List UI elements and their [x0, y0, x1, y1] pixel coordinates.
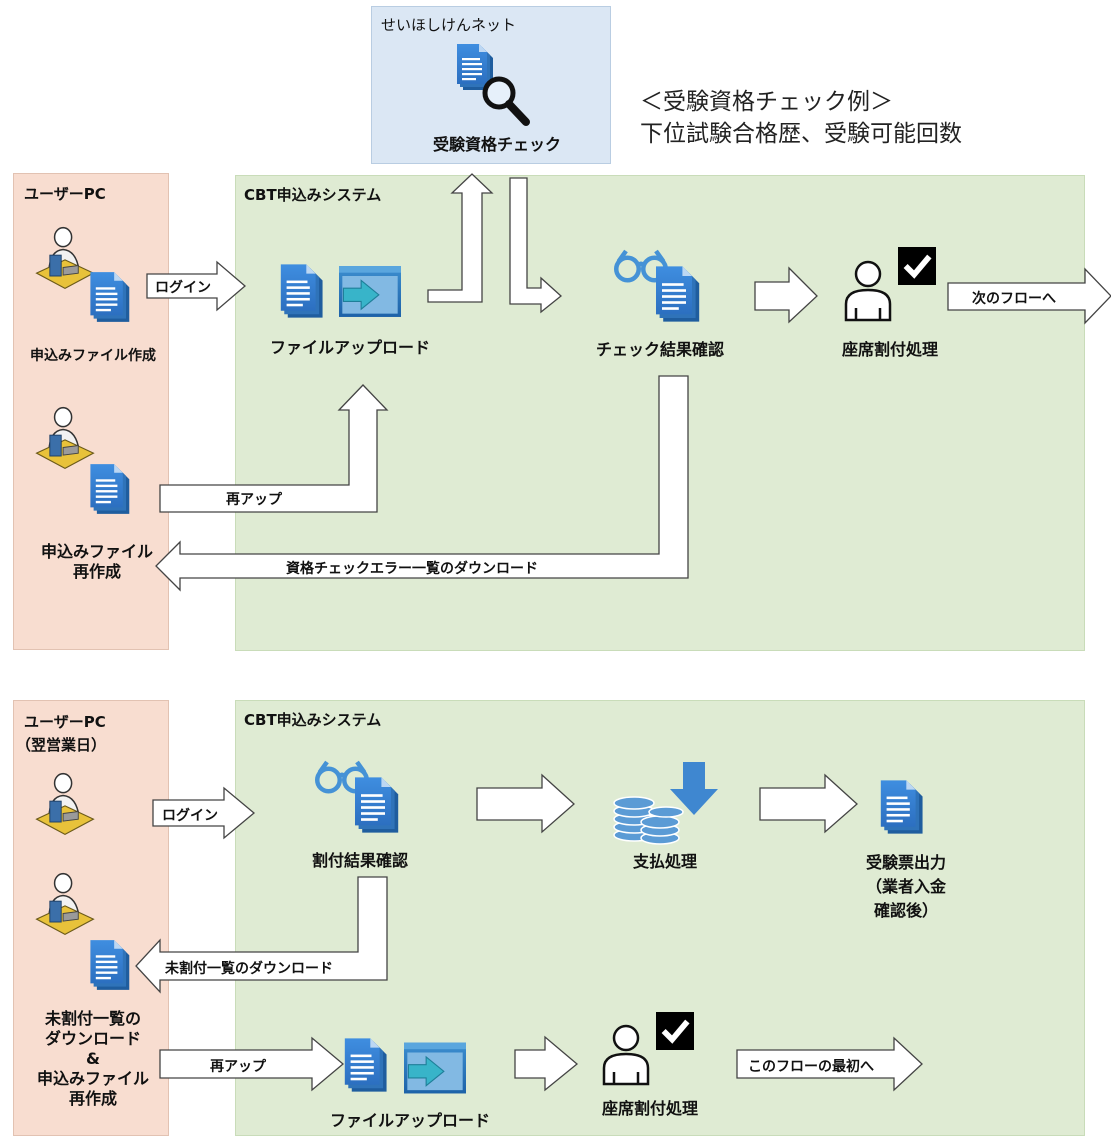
arrow-from-external — [509, 177, 563, 314]
recreate-file-label-1: 申込みファイル — [40, 542, 153, 561]
bottom-upload-doc-icon — [344, 1038, 387, 1092]
top-user-title: ユーザーPC — [24, 185, 106, 203]
top-login-label: ログイン — [155, 280, 211, 296]
bottom-login-label: ログイン — [162, 808, 218, 824]
create-file-label: 申込みファイル作成 — [30, 348, 156, 364]
bottom-user-icon-2 — [35, 872, 95, 936]
top-upload-doc-icon — [280, 264, 323, 318]
bottom-upload-label: ファイルアップロード — [329, 1111, 490, 1130]
bottom-user-icon-1 — [35, 772, 95, 836]
top-upload-window-icon — [339, 265, 401, 318]
bottom-user-title-2: （翌営業日） — [16, 736, 107, 754]
check-result-label: チェック結果確認 — [595, 340, 724, 359]
bottom-seat-avatar-icon — [602, 1024, 650, 1086]
payment-label: 支払処理 — [632, 852, 697, 871]
ticket-label-2: （業者入金 — [865, 877, 946, 896]
to-ticket-arrow — [759, 773, 858, 834]
recreate-file-label-2: 再作成 — [72, 562, 121, 581]
bottom-seat-checkbox-icon — [656, 1012, 694, 1050]
note-heading: ＜受験資格チェック例＞ — [640, 89, 893, 115]
qualification-check-icon — [457, 44, 530, 126]
unassigned-download-arrow — [135, 876, 388, 994]
top-login-arrow — [146, 260, 246, 312]
note-text: 下位試験合格歴、受験可能回数 — [640, 121, 962, 147]
next-flow-arrow — [947, 267, 1111, 325]
assign-result-label: 割付結果確認 — [311, 851, 408, 870]
top-upload-label: ファイルアップロード — [269, 338, 430, 357]
top-user-doc-icon-1 — [90, 272, 130, 322]
top-seat-assign-label: 座席割付処理 — [841, 340, 938, 359]
top-user-panel — [13, 173, 169, 650]
qualification-check-label: 受験資格チェック — [432, 135, 561, 154]
bottom-upload-window-icon — [404, 1042, 466, 1094]
ticket-doc-icon — [880, 780, 923, 834]
user-note-5: 再作成 — [68, 1089, 117, 1108]
bottom-to-seat-arrow — [514, 1035, 579, 1092]
back-to-start-label: このフローの最初へ — [748, 1059, 874, 1075]
arrow-to-external — [427, 173, 494, 303]
external-system-title: せいほしけんネット — [381, 16, 517, 34]
user-note-3: & — [86, 1049, 100, 1068]
top-user-icon-2 — [35, 406, 95, 470]
to-payment-arrow — [476, 773, 575, 834]
top-to-seat-arrow — [754, 266, 818, 324]
bottom-seat-assign-label: 座席割付処理 — [601, 1099, 698, 1118]
top-system-title: CBT申込みシステム — [244, 186, 382, 204]
bottom-user-title-1: ユーザーPC — [24, 713, 106, 731]
unassigned-download-label: 未割付一覧のダウンロード — [165, 961, 333, 977]
bottom-reupload-arrow — [159, 1036, 345, 1092]
next-flow-label: 次のフローへ — [972, 291, 1056, 307]
ticket-label-3: 確認後） — [873, 901, 938, 920]
top-user-icon-1 — [35, 226, 95, 290]
top-seat-checkbox-icon — [898, 247, 936, 285]
top-seat-avatar-icon — [844, 260, 892, 322]
bottom-reupload-label: 再アップ — [210, 1059, 266, 1075]
user-note-1: 未割付一覧の — [44, 1009, 141, 1028]
top-reupload-label: 再アップ — [226, 492, 282, 508]
error-download-arrow — [155, 375, 689, 592]
top-reupload-arrow — [159, 384, 389, 513]
user-note-4: 申込みファイル — [36, 1069, 149, 1088]
top-user-doc-icon-2 — [90, 464, 130, 514]
bottom-login-arrow — [152, 786, 256, 840]
back-to-start-arrow — [736, 1036, 923, 1092]
error-download-label: 資格チェックエラー一覧のダウンロード — [286, 561, 538, 577]
user-note-2: ダウンロード — [44, 1029, 141, 1048]
bottom-user-doc-icon — [90, 940, 130, 990]
payment-icon — [613, 762, 718, 845]
assign-result-doc-icon — [355, 777, 399, 833]
bottom-system-title: CBT申込みシステム — [244, 711, 382, 729]
ticket-label-1: 受験票出力 — [865, 853, 946, 872]
check-result-doc-icon — [656, 266, 700, 322]
